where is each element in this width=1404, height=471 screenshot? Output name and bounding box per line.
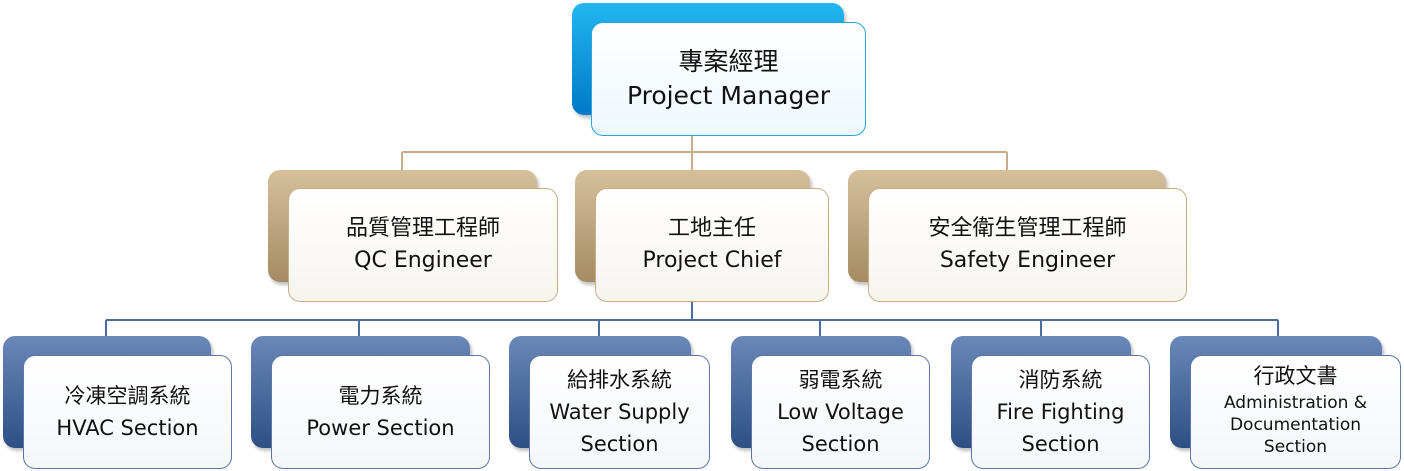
project-chief-en: Project Chief	[642, 248, 782, 273]
project-chief-node: 工地主任 Project Chief	[575, 170, 830, 303]
administration-en-2: Documentation	[1229, 415, 1362, 435]
low-voltage-section-node: 弱電系統 Low Voltage Section	[731, 336, 931, 470]
power-section-en: Power Section	[306, 416, 455, 440]
qc-engineer-zh: 品質管理工程師	[345, 216, 500, 241]
fire-fighting-en: Fire Fighting	[996, 400, 1125, 424]
safety-engineer-en: Safety Engineer	[939, 248, 1116, 273]
fire-fighting-section-node: 消防系統 Fire Fighting Section	[951, 336, 1151, 470]
low-voltage-en-2: Section	[801, 432, 880, 456]
safety-engineer-zh: 安全衛生管理工程師	[928, 216, 1127, 241]
water-supply-en-2: Section	[580, 432, 659, 456]
administration-zh: 行政文書	[1253, 364, 1338, 388]
hvac-section-node: 冷凍空調系統 HVAC Section	[3, 336, 232, 470]
water-supply-en: Water Supply	[549, 400, 690, 424]
administration-en: Administration &	[1223, 393, 1368, 413]
fire-fighting-en-2: Section	[1021, 432, 1100, 456]
low-voltage-en: Low Voltage	[777, 400, 904, 424]
power-section-node: 電力系統 Power Section	[251, 336, 491, 470]
water-supply-section-node: 給排水系統 Water Supply Section	[509, 336, 711, 470]
qc-engineer-node: 品質管理工程師 QC Engineer	[268, 170, 558, 303]
fire-fighting-zh: 消防系統	[1018, 368, 1103, 392]
hvac-section-en: HVAC Section	[56, 416, 199, 440]
power-section-zh: 電力系統	[338, 384, 423, 408]
hvac-section-zh: 冷凍空調系統	[64, 384, 191, 408]
project-manager-node: 專案經理 Project Manager	[572, 3, 867, 137]
project-chief-zh: 工地主任	[667, 216, 756, 241]
water-supply-zh: 給排水系統	[567, 368, 672, 392]
project-manager-en: Project Manager	[626, 81, 831, 110]
project-manager-zh: 專案經理	[678, 47, 779, 76]
administration-en-3: Section	[1263, 437, 1328, 457]
low-voltage-zh: 弱電系統	[798, 368, 883, 392]
administration-section-node: 行政文書 Administration & Documentation Sect…	[1170, 336, 1402, 470]
qc-engineer-en: QC Engineer	[354, 248, 492, 273]
safety-engineer-node: 安全衛生管理工程師 Safety Engineer	[848, 170, 1187, 303]
